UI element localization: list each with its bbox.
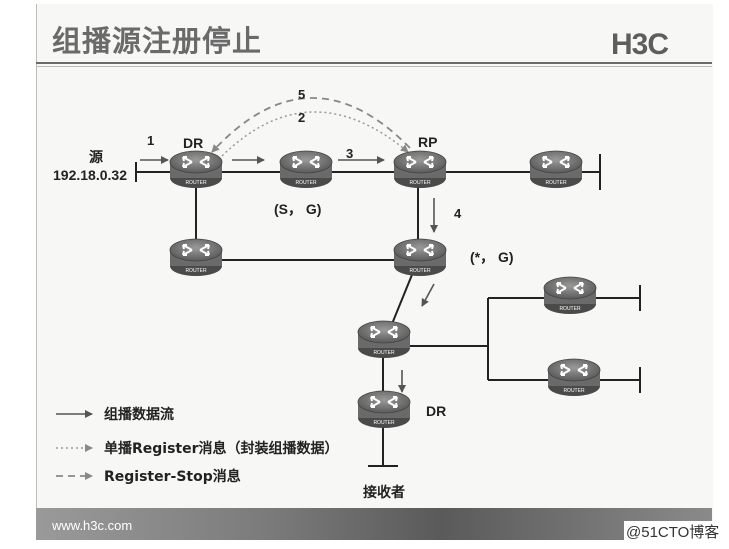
h3c-logo: H3C (611, 28, 669, 61)
router-caption: ROUTER (373, 420, 395, 426)
router-branch-top: ROUTER (543, 276, 597, 315)
router-caption: ROUTER (295, 180, 317, 186)
title-divider-thin (36, 66, 712, 67)
step-1-label: 1 (147, 133, 154, 148)
router-branch-bottom: ROUTER (547, 358, 601, 397)
watermark: @51CTO博客 (624, 521, 722, 542)
step-2-label: 2 (298, 110, 305, 125)
sg-label: (S， G) (274, 201, 321, 217)
router-rp: ROUTER (393, 150, 447, 189)
rp-label: RP (418, 134, 437, 150)
legend-item-multicast: 组播数据流 (104, 406, 174, 423)
dr-bottom-label: DR (426, 403, 446, 419)
register-stop-arc (211, 97, 411, 153)
router-left-mid: ROUTER (169, 238, 223, 277)
router-far-right: ROUTER (529, 150, 583, 189)
footer-url: www.h3c.com (52, 518, 133, 533)
page-title: 组播源注册停止 (52, 24, 263, 58)
router-caption: ROUTER (409, 180, 431, 186)
title-divider (36, 62, 712, 64)
star-g-label: (*， G) (470, 249, 514, 265)
source-ip: 192.18.0.32 (53, 167, 127, 183)
legend: 组播数据流 单播Register消息（封装组播数据） Register-Stop… (56, 406, 339, 485)
register-message-arc (221, 111, 409, 157)
router-caption: ROUTER (409, 268, 431, 274)
arrow-mid-down (421, 283, 435, 307)
router-caption: ROUTER (545, 180, 567, 186)
step-4-label: 4 (454, 206, 462, 221)
router-dr-top: ROUTER (169, 150, 223, 189)
multicast-flow-arrows (140, 156, 438, 393)
router-caption: ROUTER (563, 388, 585, 394)
legend-item-register-stop: Register-Stop消息 (104, 468, 241, 485)
footer-bar (36, 508, 712, 540)
router-caption: ROUTER (185, 180, 207, 186)
router-caption: ROUTER (185, 268, 207, 274)
receiver-label: 接收者 (363, 484, 405, 501)
slide-background (36, 4, 713, 540)
router-mid: ROUTER (393, 238, 447, 277)
legend-item-register: 单播Register消息（封装组播数据） (104, 440, 339, 457)
source-label: 源 (89, 149, 103, 166)
router-bottom-hub: ROUTER (357, 320, 411, 359)
router-caption: ROUTER (559, 306, 581, 312)
dr-top-label: DR (183, 135, 203, 151)
step-3-label: 3 (346, 146, 353, 161)
router-dr-bottom: ROUTER (357, 390, 411, 429)
step-5-label: 5 (298, 87, 305, 102)
router-transit: ROUTER (279, 150, 333, 189)
router-caption: ROUTER (373, 350, 395, 356)
